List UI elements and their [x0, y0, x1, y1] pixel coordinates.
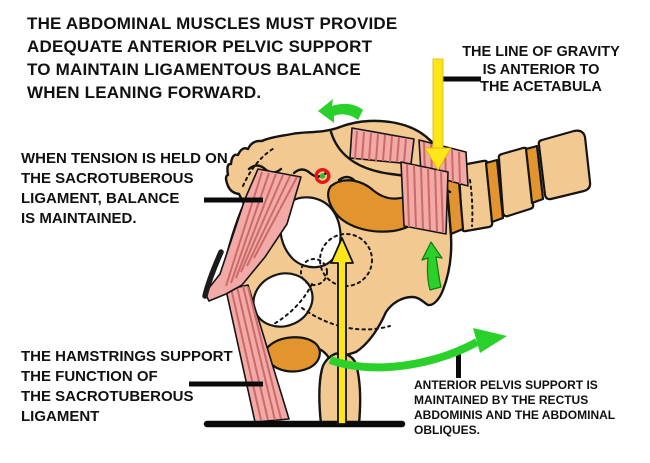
- caption-line: WHEN TENSION IS HELD ON: [21, 150, 228, 167]
- marker-ring: [314, 167, 331, 184]
- caption-line: MAINTAINED BY THE RECTUS: [414, 393, 589, 407]
- crest-muscle-left-stripes: [354, 130, 407, 164]
- support-arrow-head: [473, 328, 507, 353]
- lumbar-spine: [457, 129, 592, 233]
- caption-line: ANTERIOR PELVIS SUPPORT IS: [414, 378, 598, 392]
- caption-line: OBLIQUES.: [414, 423, 481, 437]
- sacral-muscle-stripes: [406, 163, 444, 233]
- support-arrow-swoosh: [328, 338, 479, 372]
- caption-line: THE HAMSTRINGS SUPPORT: [21, 348, 233, 365]
- psis-dotted-arc: [242, 146, 277, 187]
- caption-line: THE SACROTUBEROUS: [21, 388, 194, 405]
- vertebra: [537, 129, 592, 201]
- sacrotuberous-tension-caption: WHEN TENSION IS HELD ON THE SACROTUBEROU…: [21, 149, 228, 229]
- balance-point-marker: [314, 167, 331, 184]
- caption-line: WHEN LEANING FORWARD.: [27, 83, 262, 102]
- sacral-dotted-line: [469, 179, 474, 227]
- small-dotted-circle: [300, 258, 328, 286]
- anterior-support-arrow: [328, 328, 507, 372]
- down-arrow-shaft: [432, 58, 444, 150]
- caption-line: IS MAINTAINED.: [21, 210, 137, 227]
- arrows: [318, 58, 507, 425]
- pointer-lines: [189, 76, 481, 428]
- lean-forward-arrow: [318, 99, 363, 123]
- down-arrow-head: [424, 147, 452, 171]
- caption-line: ABDOMINIS AND THE ABDOMINAL: [414, 408, 616, 422]
- caption-line: IS ANTERIOR TO: [482, 61, 600, 78]
- dotted-tail: [271, 283, 313, 326]
- line-of-gravity-caption: THE LINE OF GRAVITY IS ANTERIOR TO THE A…: [444, 44, 638, 97]
- hamstrings-caption: THE HAMSTRINGS SUPPORT THE FUNCTION OF T…: [21, 347, 233, 427]
- caption-line: THE SACROTUBEROUS: [21, 170, 194, 187]
- caption-line: THE ABDOMINAL MUSCLES MUST PROVIDE: [27, 14, 398, 33]
- muscles: [202, 127, 469, 423]
- caption-line: TO MAINTAIN LIGAMENTOUS BALANCE: [27, 60, 361, 79]
- caption-line: THE LINE OF GRAVITY: [462, 44, 620, 60]
- caption-line: LIGAMENT, BALANCE: [21, 190, 180, 207]
- caption-line: THE ACETABULA: [480, 79, 602, 95]
- caption-line: ADEQUATE ANTERIOR PELVIC SUPPORT: [27, 37, 373, 56]
- line-of-gravity-up-arrow: [330, 237, 354, 425]
- vertebra: [497, 146, 535, 218]
- disc: [524, 144, 545, 205]
- abdominal-muscles-caption: THE ABDOMINAL MUSCLES MUST PROVIDE ADEQU…: [27, 12, 397, 104]
- posterior-rotation-arrow: [421, 241, 443, 291]
- crest-squiggle: [337, 175, 356, 182]
- ischial-tuberosity: [264, 336, 321, 373]
- anterior-support-caption: ANTERIOR PELVIS SUPPORT IS MAINTAINED BY…: [414, 378, 615, 438]
- ligament-shadow-edge: [202, 249, 224, 299]
- hamstring-stripes: [230, 285, 282, 421]
- line-of-gravity-down-arrow: [424, 58, 452, 171]
- disc: [484, 158, 505, 224]
- sacrotuberous-ligament-stripes: [225, 171, 298, 287]
- caption-line: LIGAMENT: [21, 408, 100, 425]
- caption-line: THE FUNCTION OF: [21, 368, 158, 385]
- marker-dot: [319, 173, 326, 179]
